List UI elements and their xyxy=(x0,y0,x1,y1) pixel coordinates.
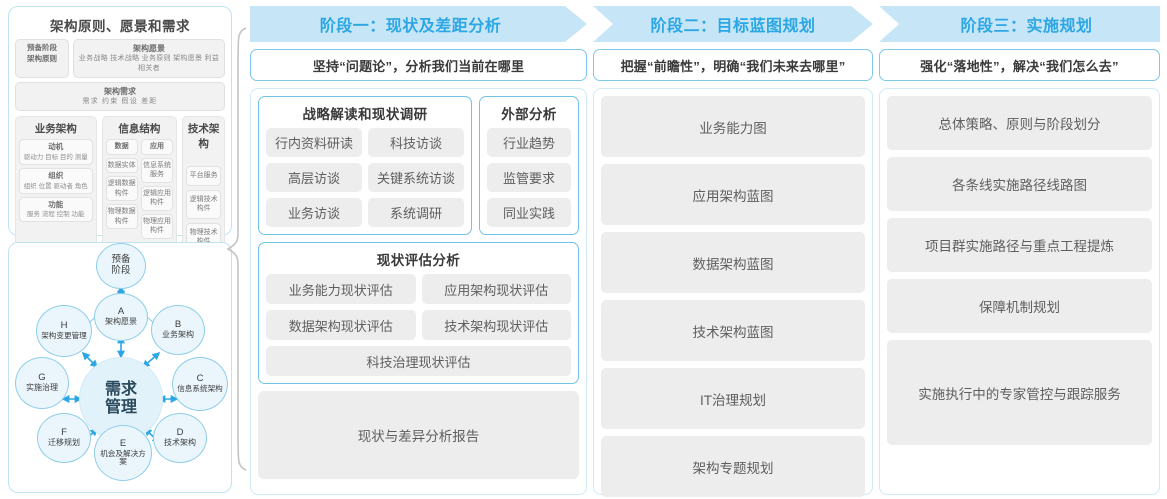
phase-2-banner: 阶段二：目标蓝图规划 xyxy=(593,6,873,42)
pill-impl-3[interactable]: 保障机制规划 xyxy=(887,279,1152,333)
pill-strategy-0[interactable]: 行内资料研读 xyxy=(266,128,362,157)
phase-2-subtitle: 把握“前瞻性”，明确“我们未来去哪里” xyxy=(593,49,873,81)
pill-external-2[interactable]: 同业实践 xyxy=(487,198,571,227)
architecture-vision-items: 业务战略 技术战略 业务原则 架构愿景 利益相关者 xyxy=(78,55,220,72)
data-subcolumn: 数据 数据实体 逻辑数据构件 物理数据构件 xyxy=(105,139,138,241)
data-card-2: 逻辑数据构件 xyxy=(105,176,138,202)
pill-assess-3[interactable]: 技术架构现状评估 xyxy=(421,310,571,340)
adm-node-c[interactable]: C 信息系统架构 xyxy=(172,357,228,411)
phase-3-column: 阶段三：实施规划 强化“落地性”，解决“我们怎么去” 总体策略、原则与阶段划分 … xyxy=(879,6,1160,495)
application-card-0: 应用 xyxy=(140,139,174,155)
adm-node-f[interactable]: F 迁移规划 xyxy=(37,413,91,463)
phase-1-body: 战略解读和现状调研 行内资料研读 科技访谈 高层访谈 关键系统访谈 业务访谈 系… xyxy=(250,88,587,495)
phase-2-chevron xyxy=(593,6,873,42)
pill-assess-1[interactable]: 应用架构现状评估 xyxy=(421,274,571,304)
brace-connector xyxy=(226,27,247,471)
phase-2-title: 阶段二：目标蓝图规划 xyxy=(650,18,816,35)
group-strategy-research-header: 战略解读和现状调研 xyxy=(302,107,428,122)
tech-card-0: 平台服务 xyxy=(186,166,221,186)
technology-architecture-header: 技术架构 xyxy=(187,123,220,151)
phase-3-body: 总体策略、原则与阶段划分 各条线实施路径线路图 项目群实施路径与重点工程提炼 保… xyxy=(879,88,1160,495)
data-card-0: 数据 xyxy=(105,139,138,155)
framework-title: 架构原则、愿景和需求 xyxy=(50,19,190,34)
adm-node-h[interactable]: H 架构变更管理 xyxy=(36,305,92,357)
pill-assess-0[interactable]: 业务能力现状评估 xyxy=(266,274,416,304)
prep-phase-line1: 预备阶段 xyxy=(27,43,57,52)
group-current-assessment: 现状评估分析 业务能力现状评估 应用架构现状评估 数据架构现状评估 技术架构现状… xyxy=(258,242,579,384)
pill-strategy-3[interactable]: 关键系统访谈 xyxy=(368,163,464,192)
pill-blueprint-4[interactable]: IT治理规划 xyxy=(601,368,865,429)
phase-1-title: 阶段一：现状及差距分析 xyxy=(319,18,502,35)
phase-3-title: 阶段三：实施规划 xyxy=(960,18,1093,35)
phase-2-body: 业务能力图 应用架构蓝图 数据架构蓝图 技术架构蓝图 IT治理规划 架构专题规划 xyxy=(593,88,873,497)
information-structure-column: 信息结构 数据 数据实体 逻辑数据构件 物理数据构件 应用 信息系统服务 逻辑应… xyxy=(101,116,178,260)
application-card-1: 信息系统服务 xyxy=(140,157,174,183)
architecture-requirements-title: 架构需求 xyxy=(104,86,136,96)
architecture-requirements-items: 需求 约束 假设 差距 xyxy=(82,97,158,105)
architecture-requirements-box: 架构需求 需求 约束 假设 差距 xyxy=(15,81,225,112)
phase-3-chevron xyxy=(879,6,1160,42)
phase-1-banner: 阶段一：现状及差距分析 xyxy=(250,6,587,42)
pill-impl-1[interactable]: 各条线实施路径线路图 xyxy=(887,157,1152,211)
group-strategy-research: 战略解读和现状调研 行内资料研读 科技访谈 高层访谈 关键系统访谈 业务访谈 系… xyxy=(258,96,472,235)
business-card-motivation: 动机 驱动力 目标 目的 测量 xyxy=(19,139,93,166)
adm-cycle-panel: 需求 管理 预备 阶段 A 架构愿景 B 业务架构 C 信息系统架构 xyxy=(8,242,232,493)
adm-node-b[interactable]: B 业务架构 xyxy=(151,305,205,355)
phase-1-chevron xyxy=(250,6,587,42)
architecture-vision-box: 架构愿景 业务战略 技术战略 业务原则 架构愿景 利益相关者 xyxy=(73,39,225,78)
application-card-2: 逻辑应用构件 xyxy=(140,185,174,211)
business-architecture-header: 业务架构 xyxy=(34,123,77,136)
group-current-assessment-header: 现状评估分析 xyxy=(376,253,461,268)
information-structure-header: 信息结构 xyxy=(118,123,161,136)
pill-blueprint-1[interactable]: 应用架构蓝图 xyxy=(601,164,865,225)
phase-1-column: 阶段一：现状及差距分析 坚持“问题论”，分析我们当前在哪里 战略解读和现状调研 … xyxy=(250,6,587,495)
business-card-organization: 组织 组织 位置 驱动者 角色 xyxy=(19,168,93,194)
pill-impl-0[interactable]: 总体策略、原则与阶段划分 xyxy=(887,96,1152,150)
pill-blueprint-5[interactable]: 架构专题规划 xyxy=(601,436,865,497)
pill-strategy-4[interactable]: 业务访谈 xyxy=(266,198,362,227)
pill-impl-2[interactable]: 项目群实施路径与重点工程提炼 xyxy=(887,218,1152,272)
phase-3-banner: 阶段三：实施规划 xyxy=(879,6,1160,42)
prep-phase-box: 预备阶段 架构原则 xyxy=(15,39,69,78)
pill-assess-full[interactable]: 科技治理现状评估 xyxy=(266,346,571,376)
group-external-analysis: 外部分析 行业趋势 监管要求 同业实践 xyxy=(479,96,579,235)
pill-assess-2[interactable]: 数据架构现状评估 xyxy=(266,310,416,340)
pill-external-1[interactable]: 监管要求 xyxy=(487,163,571,192)
pill-blueprint-0[interactable]: 业务能力图 xyxy=(601,96,865,157)
architecture-vision-title: 架构愿景 xyxy=(133,44,165,53)
left-framework-column: 架构原则、愿景和需求 预备阶段 架构原则 架构愿景 业务战略 技术战略 业务原则… xyxy=(8,6,232,493)
pill-strategy-5[interactable]: 系统调研 xyxy=(368,198,464,227)
business-card-function: 功能 服务 流程 控制 功能 xyxy=(19,196,93,223)
tech-card-1: 逻辑技术构件 xyxy=(186,189,221,219)
pill-strategy-1[interactable]: 科技访谈 xyxy=(368,128,464,157)
business-architecture-column: 业务架构 动机 驱动力 目标 目的 测量 组织 组织 位置 驱动者 角色 功能 … xyxy=(15,116,97,260)
adm-node-a[interactable]: A 架构愿景 xyxy=(94,293,148,341)
adm-node-e[interactable]: E 机会及解决方案 xyxy=(94,425,152,481)
group-external-analysis-header: 外部分析 xyxy=(501,107,557,122)
phase-1-report[interactable]: 现状与差异分析报告 xyxy=(258,391,579,479)
adm-node-d[interactable]: D 技术架构 xyxy=(153,413,207,463)
pill-impl-4[interactable]: 实施执行中的专家管控与跟踪服务 xyxy=(887,340,1152,445)
data-card-1: 数据实体 xyxy=(105,157,138,174)
phase-1-subtitle: 坚持“问题论”，分析我们当前在哪里 xyxy=(250,49,587,81)
prep-phase-line2: 架构原则 xyxy=(27,53,57,63)
pill-blueprint-3[interactable]: 技术架构蓝图 xyxy=(601,300,865,361)
pill-strategy-2[interactable]: 高层访谈 xyxy=(266,163,362,192)
adm-node-prep[interactable]: 预备 阶段 xyxy=(96,243,146,289)
application-card-3: 物理应用构件 xyxy=(140,213,174,239)
technology-architecture-column: 技术架构 平台服务 逻辑技术构件 物理技术构件 xyxy=(182,116,225,260)
togaf-content-framework-panel: 架构原则、愿景和需求 预备阶段 架构原则 架构愿景 业务战略 技术战略 业务原则… xyxy=(8,6,232,311)
data-card-3: 物理数据构件 xyxy=(105,204,138,230)
adm-wheel: 需求 管理 预备 阶段 A 架构愿景 B 业务架构 C 信息系统架构 xyxy=(9,243,233,494)
phase-2-column: 阶段二：目标蓝图规划 把握“前瞻性”，明确“我们未来去哪里” 业务能力图 应用架… xyxy=(593,6,873,497)
framework-top-row: 预备阶段 架构原则 架构愿景 业务战略 技术战略 业务原则 架构愿景 利益相关者 xyxy=(15,39,225,78)
pill-blueprint-2[interactable]: 数据架构蓝图 xyxy=(601,232,865,293)
adm-node-g[interactable]: G 实施治理 xyxy=(15,357,69,409)
framework-three-columns: 业务架构 动机 驱动力 目标 目的 测量 组织 组织 位置 驱动者 角色 功能 … xyxy=(15,116,225,260)
pill-external-0[interactable]: 行业趋势 xyxy=(487,128,571,157)
application-subcolumn: 应用 信息系统服务 逻辑应用构件 物理应用构件 xyxy=(140,139,174,241)
phase-3-subtitle: 强化“落地性”，解决“我们怎么去” xyxy=(879,49,1160,81)
